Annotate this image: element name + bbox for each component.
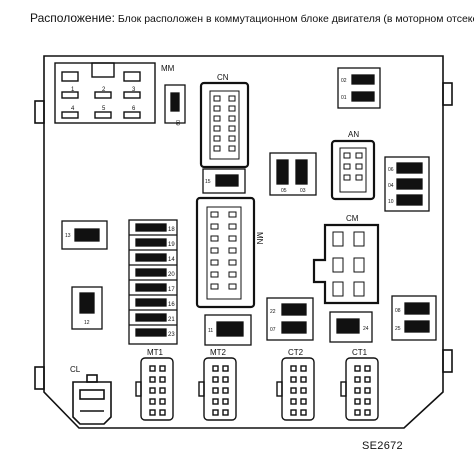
housing-outline	[43, 55, 444, 429]
connector-mt2	[198, 357, 237, 421]
tab-left-bottom	[34, 366, 45, 390]
fuse-12	[71, 286, 103, 330]
fuse-pair-08-25	[391, 295, 437, 341]
connector-cm	[312, 223, 380, 305]
connector-cl	[72, 374, 112, 425]
fuse-13	[61, 220, 108, 250]
fuse-22-label: 22	[270, 309, 276, 315]
connector-mm	[54, 62, 156, 124]
fuse-04-label: 04	[388, 183, 394, 189]
cl-label: CL	[70, 365, 81, 374]
stack-label-4: 17	[168, 287, 175, 293]
connector-ct1	[340, 357, 379, 421]
fuse-09-label: 09	[174, 120, 180, 126]
mm-pin-1: 1	[71, 87, 75, 93]
mm-pin-5: 5	[102, 106, 106, 112]
fuse-11-label: 11	[208, 328, 213, 334]
fuse-25-label: 25	[395, 326, 401, 332]
fuse-06-label: 06	[388, 167, 394, 173]
tab-right-bottom	[442, 349, 453, 373]
fuse-12-label: 12	[84, 320, 90, 326]
fuse-11	[204, 314, 252, 346]
stack-label-3: 20	[168, 272, 175, 278]
connector-ct2	[276, 357, 315, 421]
stack-label-7: 23	[168, 332, 175, 338]
connector-an	[330, 139, 376, 201]
location-caption: Расположение: Блок расположен в коммутац…	[30, 11, 474, 25]
cm-label: CM	[346, 214, 359, 223]
mm-pin-3: 3	[132, 87, 136, 93]
fuse-03-label: 03	[300, 188, 306, 194]
mt1-label: MT1	[147, 348, 164, 357]
stack-label-6: 21	[168, 317, 175, 323]
mn-label: MN	[255, 232, 264, 245]
fuse-pair-03-05	[269, 152, 317, 196]
fuse-triple-04-06-10	[384, 156, 430, 212]
tab-right-top	[442, 82, 453, 106]
stack-label-1: 19	[168, 242, 175, 248]
fuse-07-label: 07	[270, 327, 276, 333]
stack-label-2: 14	[168, 257, 175, 263]
fuse-pair-01-02	[337, 67, 381, 109]
fuse-15-label: 15	[205, 179, 211, 185]
fuse-13-label: 13	[65, 233, 71, 239]
connector-mn	[195, 196, 256, 309]
fuse-pair-07-22	[266, 297, 314, 341]
an-label: AN	[348, 130, 359, 139]
ct2-label: CT2	[288, 348, 304, 357]
fuse-01-label: 01	[341, 95, 347, 101]
mm-pin-4: 4	[71, 106, 75, 112]
fuse-09	[164, 84, 186, 124]
fuse-08-label: 08	[395, 308, 401, 314]
mm-label: MM	[161, 64, 175, 73]
fuse-24-label: 24	[363, 326, 369, 332]
ct1-label: CT1	[352, 348, 368, 357]
cn-label: CN	[217, 73, 229, 82]
fuse-24	[329, 311, 373, 343]
stack-label-5: 16	[168, 302, 175, 308]
mm-pin-2: 2	[102, 87, 106, 93]
stack-label-0: 18	[168, 227, 175, 233]
fuse-stack	[128, 219, 178, 345]
mt2-label: MT2	[210, 348, 227, 357]
connector-cn	[199, 81, 250, 169]
mm-pin-6: 6	[132, 106, 136, 112]
fuse-10-label: 10	[388, 199, 394, 205]
fuse-02-label: 02	[341, 78, 347, 84]
fuse-15	[202, 168, 246, 194]
caption-label: Расположение:	[30, 11, 115, 25]
tab-left-top	[34, 100, 45, 124]
caption-text: Блок расположен в коммутационном блоке д…	[117, 13, 474, 25]
connector-mt1	[135, 357, 174, 421]
fuse-05-label: 05	[281, 188, 287, 194]
figure-code: SE2672	[362, 440, 403, 452]
